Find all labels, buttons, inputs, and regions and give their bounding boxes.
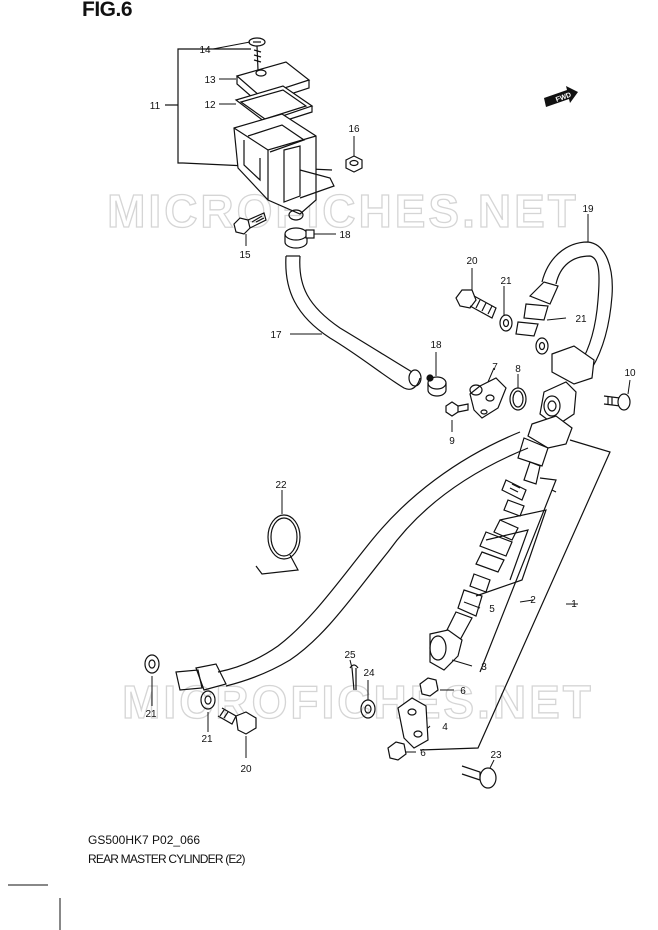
callout-8: 8 xyxy=(515,364,521,375)
callout-6-lower: 6 xyxy=(420,748,426,759)
bracket-11 xyxy=(177,48,183,164)
part-cylinder-fitting xyxy=(517,345,595,485)
callout-7: 7 xyxy=(492,362,498,373)
callout-16: 16 xyxy=(348,124,360,135)
part-gasket-21-bottom-a xyxy=(144,654,160,674)
part-gasket-21-top-b xyxy=(535,337,549,355)
callout-1: 1 xyxy=(571,599,577,610)
callout-23: 23 xyxy=(490,750,502,761)
callout-2: 2 xyxy=(530,595,536,606)
callout-21-bottom-b: 21 xyxy=(201,734,213,745)
callout-12: 12 xyxy=(204,100,216,111)
callout-15: 15 xyxy=(239,250,251,261)
part-brake-hose-main xyxy=(175,431,529,691)
watermark-top: MICROFICHES.NET xyxy=(107,185,579,237)
part-gasket-21-bottom-b xyxy=(200,690,216,710)
part-nut-6-lower xyxy=(387,741,407,761)
forward-arrow-icon: FWD xyxy=(544,86,578,107)
callout-21-top-b: 21 xyxy=(575,314,587,325)
part-hose-clamp-18-lower xyxy=(426,374,447,397)
callout-6-upper: 6 xyxy=(460,686,466,697)
part-cylinder-internals xyxy=(445,479,527,641)
callout-14: 14 xyxy=(199,45,211,56)
callout-11: 11 xyxy=(150,101,161,112)
callout-3: 3 xyxy=(481,662,487,673)
callout-20-top: 20 xyxy=(466,256,478,267)
callout-19: 19 xyxy=(582,204,594,215)
callout-21-bottom-a: 21 xyxy=(145,709,157,720)
part-screw-9 xyxy=(445,401,469,417)
watermark-bottom: MICROFICHES.NET xyxy=(122,676,594,728)
callout-17: 17 xyxy=(270,330,282,341)
part-union-bolt-20-bottom xyxy=(217,707,257,735)
part-union-bolt-20-top xyxy=(455,289,497,319)
bracket-assembly-2 xyxy=(479,477,557,673)
part-pin-23 xyxy=(461,765,497,789)
part-joint-4 xyxy=(397,697,429,749)
callout-25: 25 xyxy=(344,650,356,661)
part-brake-hose-19 xyxy=(515,241,613,369)
part-hose-clamp-18-top xyxy=(284,227,315,249)
callout-20-bottom: 20 xyxy=(240,764,252,775)
callout-4: 4 xyxy=(442,722,448,733)
callout-22: 22 xyxy=(275,480,287,491)
part-reservoir-hose-17 xyxy=(285,255,422,390)
part-reservoir-body-11 xyxy=(233,113,335,221)
callout-18-top: 18 xyxy=(339,230,351,241)
part-gasket-21-top-a xyxy=(499,314,513,332)
part-boot-3 xyxy=(429,629,463,671)
diagram-name: REAR MASTER CYLINDER (E2) xyxy=(88,852,246,866)
part-nut-16 xyxy=(345,155,363,173)
callout-24: 24 xyxy=(363,668,375,679)
figure-title: FIG.6 xyxy=(82,0,133,21)
part-cotter-pin-25 xyxy=(349,664,359,691)
part-screw-14 xyxy=(248,37,266,71)
bracket-assembly-1 xyxy=(419,439,611,751)
callout-10: 10 xyxy=(624,368,636,379)
part-circlip-22 xyxy=(255,514,301,575)
callout-5: 5 xyxy=(489,604,495,615)
part-nut-6-upper xyxy=(419,677,439,697)
diagram-code: GS500HK7 P02_066 xyxy=(88,833,201,847)
part-o-ring-8 xyxy=(509,387,527,411)
part-connector-7 xyxy=(469,377,507,419)
part-bolt-10 xyxy=(603,393,631,411)
part-bolt-15 xyxy=(233,212,267,235)
callout-18-lower: 18 xyxy=(430,340,442,351)
callout-9: 9 xyxy=(449,436,455,447)
callout-21-top-a: 21 xyxy=(500,276,512,287)
callout-13: 13 xyxy=(204,75,216,86)
